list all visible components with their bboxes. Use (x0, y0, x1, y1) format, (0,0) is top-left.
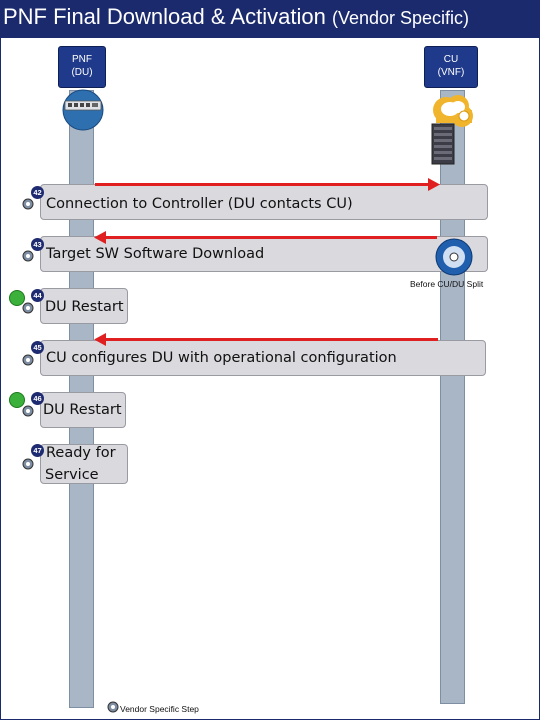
step-text-43: Target SW Software Download (46, 246, 265, 262)
arrow-cu-to-du-config (105, 338, 438, 341)
step-text-47-line2: Service (45, 467, 99, 483)
step-text-45: CU configures DU with operational config… (46, 350, 397, 366)
cu-lifeline (440, 90, 465, 704)
arrow-cu-to-du-download (105, 236, 437, 239)
arrowhead-left-icon (94, 231, 106, 244)
step-number-46: 46 (31, 392, 44, 405)
step-number-43: 43 (31, 238, 44, 251)
actor-pnf: PNF (DU) (58, 46, 106, 88)
before-split-note: Before CU/DU Split (410, 279, 484, 289)
step-number-47: 47 (31, 444, 44, 457)
gear-icon (22, 405, 34, 417)
actor-cu: CU (VNF) (424, 46, 478, 88)
actor-cu-sublabel: (VNF) (437, 67, 465, 78)
actor-pnf-label: PNF (72, 54, 92, 65)
step-number-44: 44 (31, 289, 44, 302)
page-title: PNF Final Download & Activation (Vendor … (3, 4, 469, 30)
step-text-42: Connection to Controller (DU contacts CU… (46, 196, 353, 212)
cu-cloud-server-icon (431, 95, 473, 165)
restart-power-icon (9, 290, 25, 306)
actor-pnf-sublabel: (DU) (71, 67, 93, 78)
gear-icon (22, 354, 34, 366)
gear-icon (22, 250, 34, 262)
arrowhead-left-icon (94, 333, 106, 346)
step-box-46 (40, 392, 126, 428)
gear-icon (22, 302, 34, 314)
arrowhead-right-icon (428, 178, 440, 191)
gear-icon (107, 701, 119, 713)
legend-vendor-step: Vendor Specific Step (120, 704, 199, 714)
step-text-47-line1: Ready for (46, 445, 116, 461)
step-number-45: 45 (31, 341, 44, 354)
title-bar: PNF Final Download & Activation (Vendor … (0, 0, 540, 38)
step-text-46: DU Restart (43, 402, 122, 418)
restart-power-icon (9, 392, 25, 408)
step-box-44 (40, 288, 128, 324)
step-box-45 (40, 340, 486, 376)
gear-icon (22, 198, 34, 210)
pnf-device-icon (62, 89, 104, 131)
step-box-47 (40, 444, 128, 484)
software-disc-icon (435, 238, 473, 276)
title-subtitle: (Vendor Specific) (331, 8, 470, 28)
actor-cu-label: CU (443, 54, 459, 65)
step-text-44: DU Restart (45, 299, 124, 315)
gear-icon (22, 458, 34, 470)
title-main-text: PNF Final Download & Activation (3, 4, 326, 29)
arrow-du-to-cu (95, 183, 430, 186)
step-number-42: 42 (31, 186, 44, 199)
